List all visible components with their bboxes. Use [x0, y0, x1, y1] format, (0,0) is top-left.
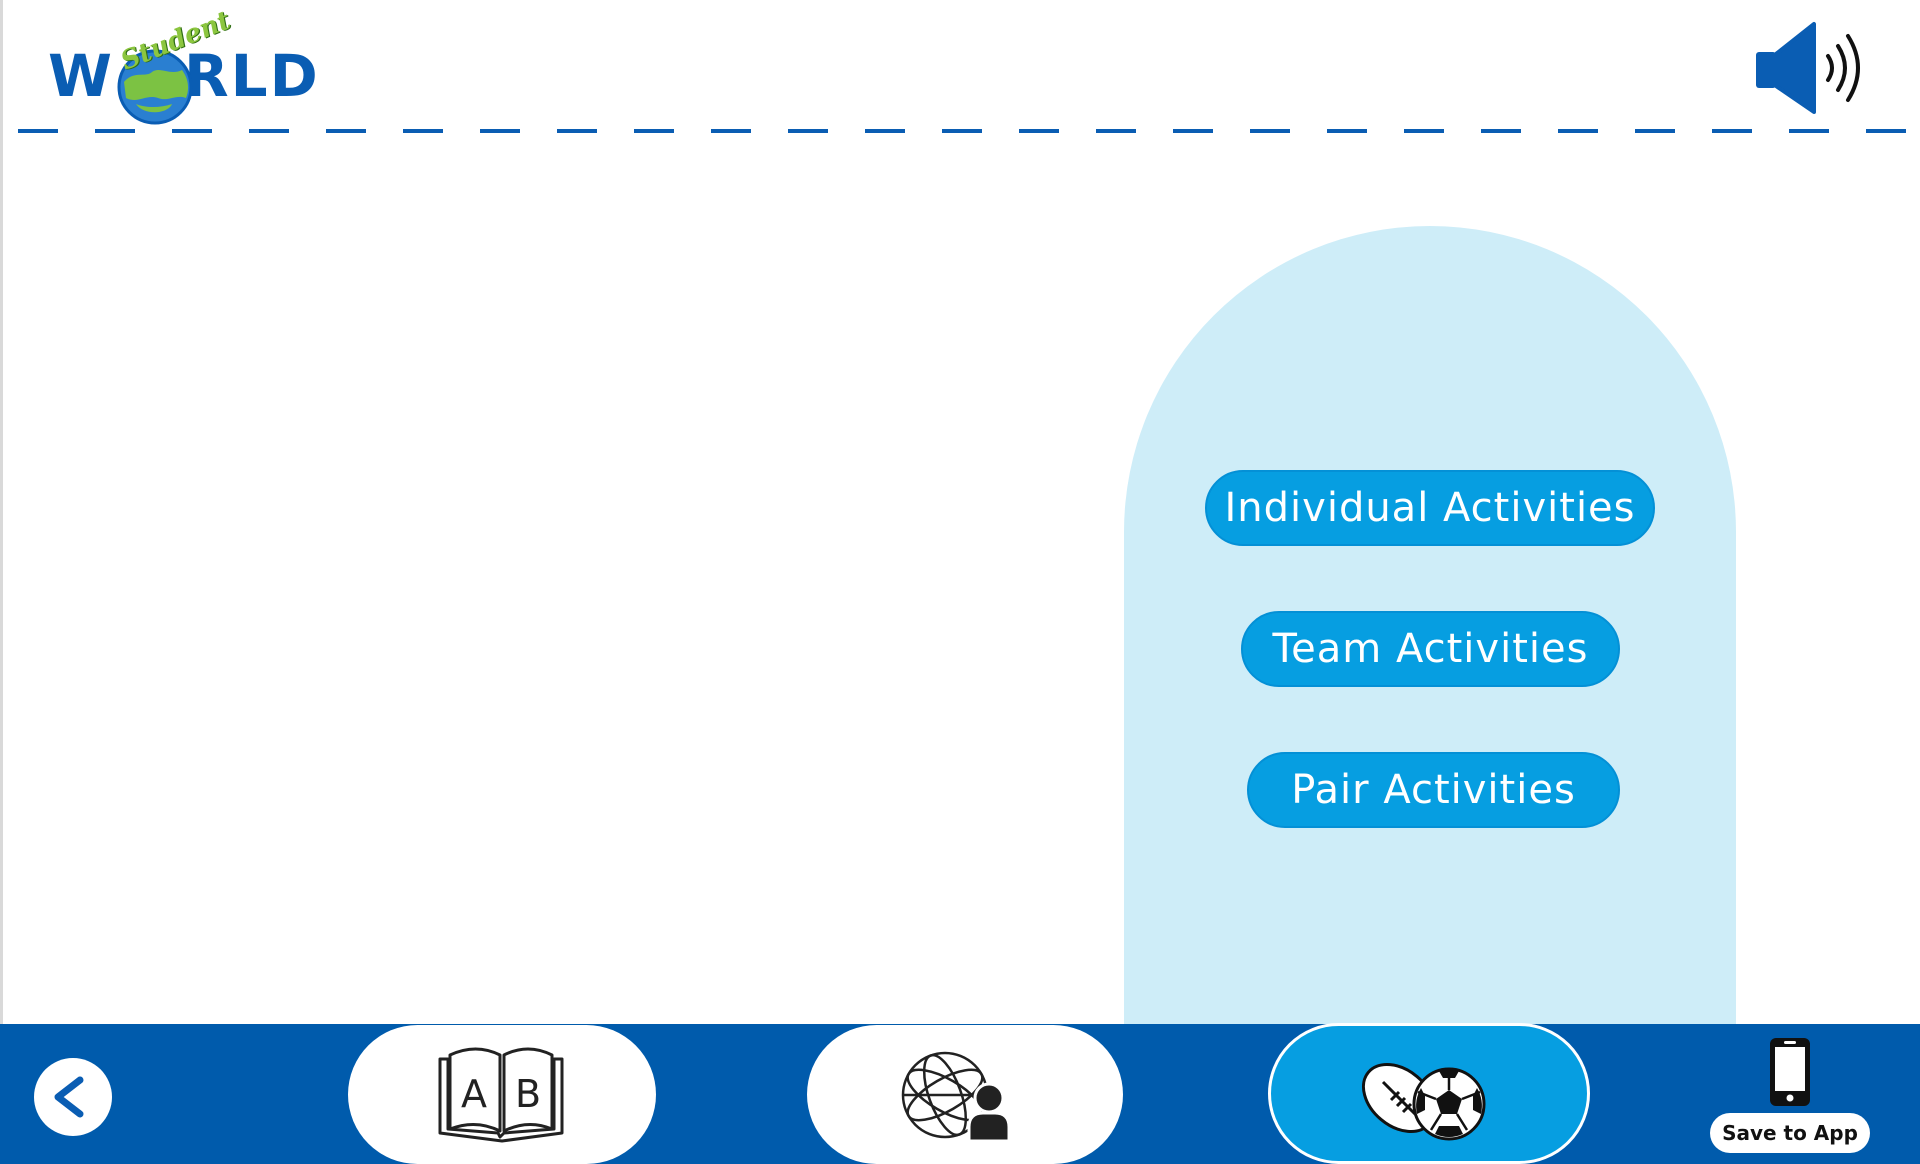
tab-world[interactable]: [807, 1025, 1123, 1164]
back-button[interactable]: [34, 1058, 112, 1136]
tab-reading[interactable]: A B: [348, 1025, 656, 1164]
save-to-app-label: Save to App: [1710, 1113, 1870, 1153]
svg-text:B: B: [515, 1072, 541, 1116]
chevron-left-icon: [54, 1076, 84, 1118]
globe-person-icon: [901, 1051, 1011, 1143]
logo-letter-w: W: [48, 42, 114, 110]
globe-icon: [117, 49, 193, 125]
header-divider: [0, 129, 1920, 133]
pair-activities-button[interactable]: Pair Activities: [1247, 752, 1620, 828]
phone-icon: [1770, 1038, 1810, 1106]
book-ab-icon: A B: [438, 1047, 564, 1143]
team-activities-button[interactable]: Team Activities: [1241, 611, 1620, 687]
left-edge-border: [0, 0, 3, 1164]
football-soccer-icon: [1361, 1063, 1486, 1141]
logo-letters-rld: RLD: [183, 42, 320, 110]
individual-activities-button[interactable]: Individual Activities: [1205, 470, 1655, 546]
tab-sports-active[interactable]: [1268, 1023, 1590, 1164]
save-to-app-button[interactable]: Save to App: [1708, 1036, 1872, 1156]
svg-text:A: A: [461, 1072, 487, 1116]
speaker-volume-icon[interactable]: [1752, 20, 1872, 116]
logo-wordmark: W RLD: [48, 44, 320, 108]
